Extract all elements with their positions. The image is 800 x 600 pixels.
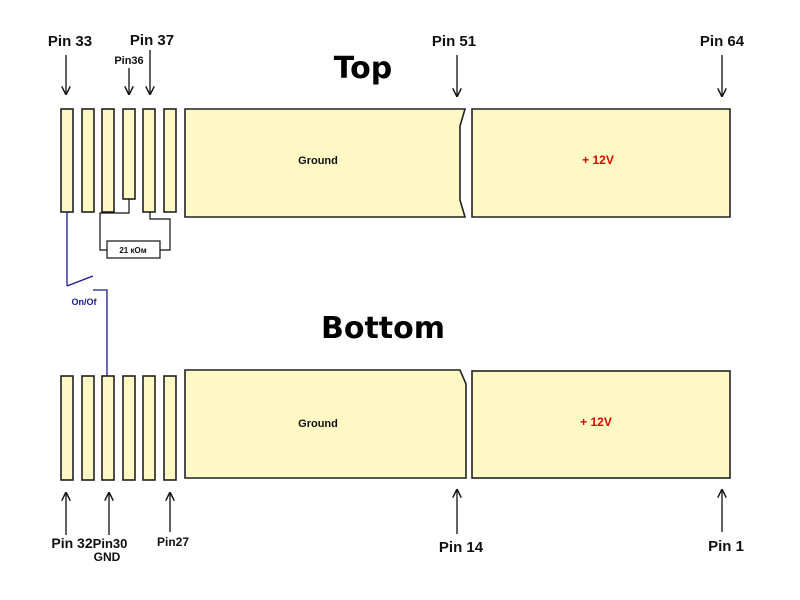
resistor-label: 21 кОм [119,246,146,255]
top-heading: Top [334,51,393,86]
top-pin-strip [60,108,74,213]
top-12v-pad [471,108,731,218]
bottom-pin-strips [60,375,177,481]
label-pin-27: Pin27 [157,535,189,549]
bottom-pin-strip-pin32 [60,375,74,481]
resistor [106,240,161,259]
label-pin-51: Pin 51 [432,33,476,50]
label-pin-33: Pin 33 [48,33,92,50]
label-pin-14: Pin 14 [439,539,484,556]
top-pin-strip [163,108,177,213]
on-off-switch: On/Of [66,212,108,376]
bottom-ground-label: Ground [298,418,338,430]
bottom-heading: Bottom [321,311,445,346]
bottom-pin-strip [81,375,95,481]
top-ground-pad [184,108,467,218]
label-pin-1: Pin 1 [708,538,744,555]
label-pin-32: Pin 32 [51,535,92,551]
top-pin-strip-pin37 [142,108,156,213]
top-pin-strip [101,108,115,213]
label-pin-30: Pin30 [93,536,128,551]
switch-label: On/Of [72,297,98,307]
bottom-12v-pad [471,370,731,479]
resistor-circuit: 21 кОм [99,199,171,259]
bottom-12v-label: + 12V [580,415,612,429]
bottom-pin-strip [142,375,156,481]
bottom-pin-strip-pin27 [163,375,177,481]
top-12v-label: + 12V [582,153,614,167]
label-gnd: GND [94,550,121,564]
bottom-ground-pad [184,369,467,479]
label-pin-37: Pin 37 [130,32,174,49]
bottom-pin-strip [122,375,136,481]
bottom-pin-strip-pin30 [101,375,115,481]
label-pin-64: Pin 64 [700,33,745,50]
label-pin-36: Pin36 [114,55,143,67]
top-pin-strip [81,108,95,213]
top-pin-strips [60,108,177,213]
top-ground-label: Ground [298,155,338,167]
top-pin-strip-pin36 [122,108,136,200]
